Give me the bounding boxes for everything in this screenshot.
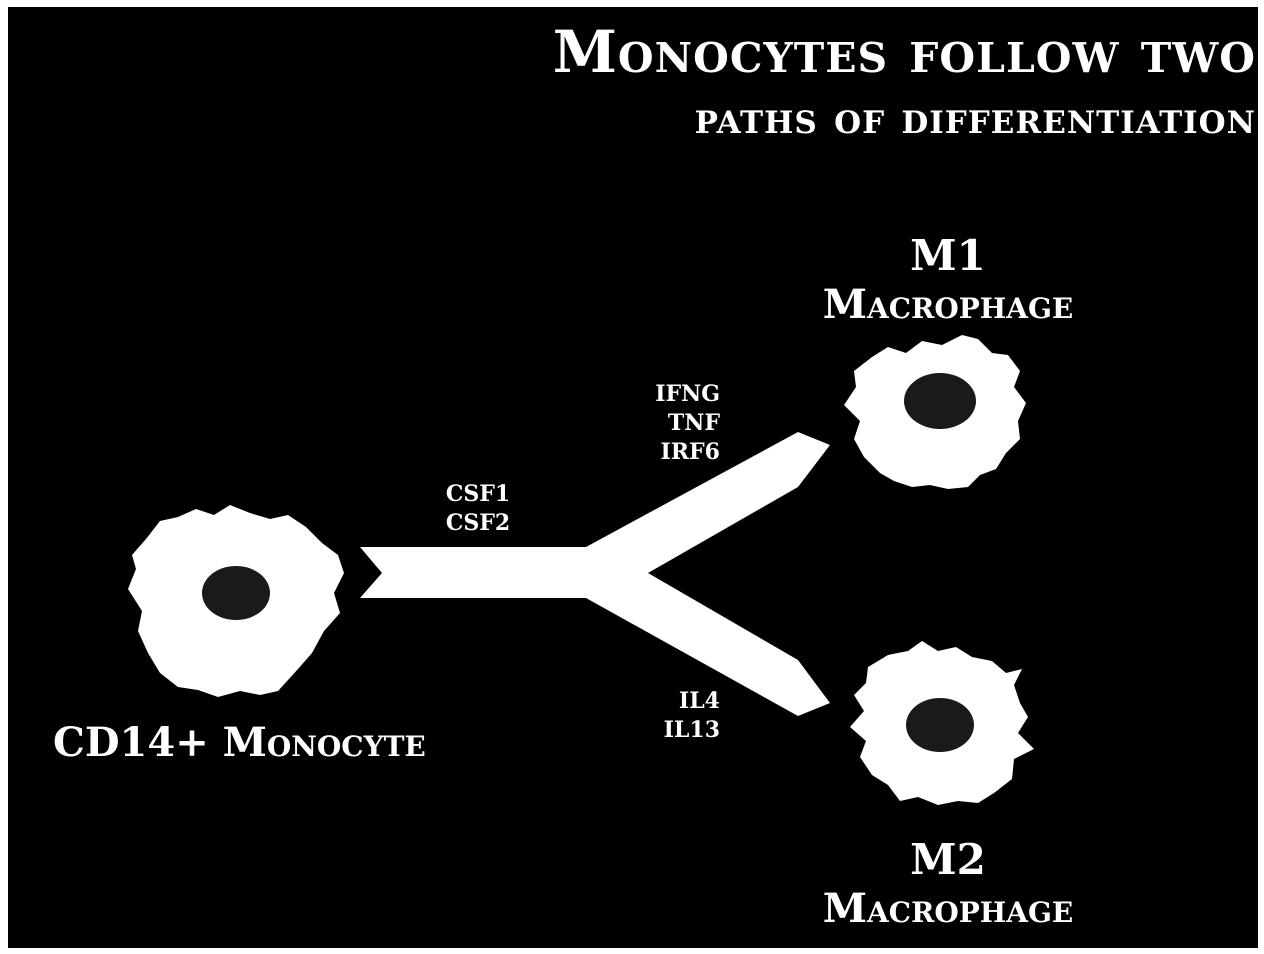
m1-label: M1 Macrophage xyxy=(823,235,1073,325)
m1-kind: Macrophage xyxy=(823,285,1073,325)
m2-code: M2 xyxy=(823,839,1073,881)
m2-polarization-factors: IL4 IL13 xyxy=(664,687,720,745)
monocyte-nucleus xyxy=(202,566,270,620)
factor-label: CSF1 xyxy=(446,480,510,509)
title-line-2: paths of differentiation xyxy=(695,97,1256,141)
factor-label: IFNG xyxy=(655,380,720,409)
m2-macrophage-cell xyxy=(850,641,1034,805)
m1-nucleus xyxy=(904,373,976,429)
monocyte-label: CD14+ Monocyte xyxy=(53,723,426,763)
title-line-1: Monocytes follow two xyxy=(553,23,1256,81)
monocyte-code: CD14+ xyxy=(53,719,209,766)
m2-nucleus xyxy=(906,698,974,752)
m1-polarization-factors: IFNG TNF IRF6 xyxy=(655,380,720,467)
macrophage-differentiation-factors: CSF1 CSF2 xyxy=(446,480,510,538)
m1-code: M1 xyxy=(823,235,1073,277)
m2-kind: Macrophage xyxy=(823,889,1073,929)
factor-label: IRF6 xyxy=(655,438,720,467)
factor-label: IL13 xyxy=(664,716,720,745)
differentiation-diagram xyxy=(8,7,1258,948)
slide-background: Monocytes follow two paths of differenti… xyxy=(8,7,1258,948)
monocyte-kind: Monocyte xyxy=(223,719,426,766)
factor-label: CSF2 xyxy=(446,509,510,538)
m1-macrophage-cell xyxy=(844,335,1026,489)
monocyte-cell xyxy=(128,505,344,697)
factor-label: TNF xyxy=(655,409,720,438)
m2-label: M2 Macrophage xyxy=(823,839,1073,929)
branching-arrow xyxy=(360,432,830,716)
factor-label: IL4 xyxy=(664,687,720,716)
